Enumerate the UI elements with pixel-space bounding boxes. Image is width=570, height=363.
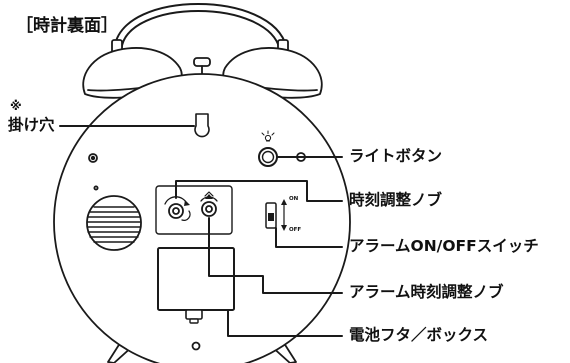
hammer [193, 57, 211, 67]
screw-left-center [90, 155, 96, 161]
battery-cover-tab [185, 309, 203, 320]
bulb-icon [261, 130, 275, 142]
switch-on-mark: ON [289, 196, 299, 202]
screw-bottom [191, 341, 201, 351]
hanging-hole [194, 113, 210, 138]
time-knob [164, 196, 191, 221]
alarm-switch [265, 199, 287, 231]
switch-off-mark: OFF [289, 227, 302, 233]
leader-battery [227, 309, 343, 337]
callout-light-button: ライトボタン [349, 147, 443, 165]
dot-small [93, 185, 99, 191]
speaker-grille [86, 195, 142, 251]
callout-alarm-knob: アラーム時刻調整ノブ [349, 283, 504, 301]
hole-note-mark: ※ [10, 99, 22, 113]
hole-label: 掛け穴 [8, 116, 55, 134]
callout-alarm-switch: アラームON/OFFスイッチ [349, 237, 539, 255]
diagram-caption: ［時計裏面］ [16, 16, 118, 36]
callout-battery-cover: 電池フタ／ボックス [349, 326, 489, 344]
alarm-knob [200, 191, 218, 217]
handle-arc-inner [115, 5, 286, 51]
callout-time-knob: 時刻調整ノブ [349, 191, 443, 209]
leader-time-knob [175, 180, 343, 202]
light-button [258, 147, 278, 167]
leader-alarm-knob [208, 217, 343, 294]
battery-cover [157, 247, 235, 311]
knob-panel [155, 185, 233, 235]
handle-arc [113, 3, 288, 53]
leader-alarm-switch [275, 227, 343, 248]
